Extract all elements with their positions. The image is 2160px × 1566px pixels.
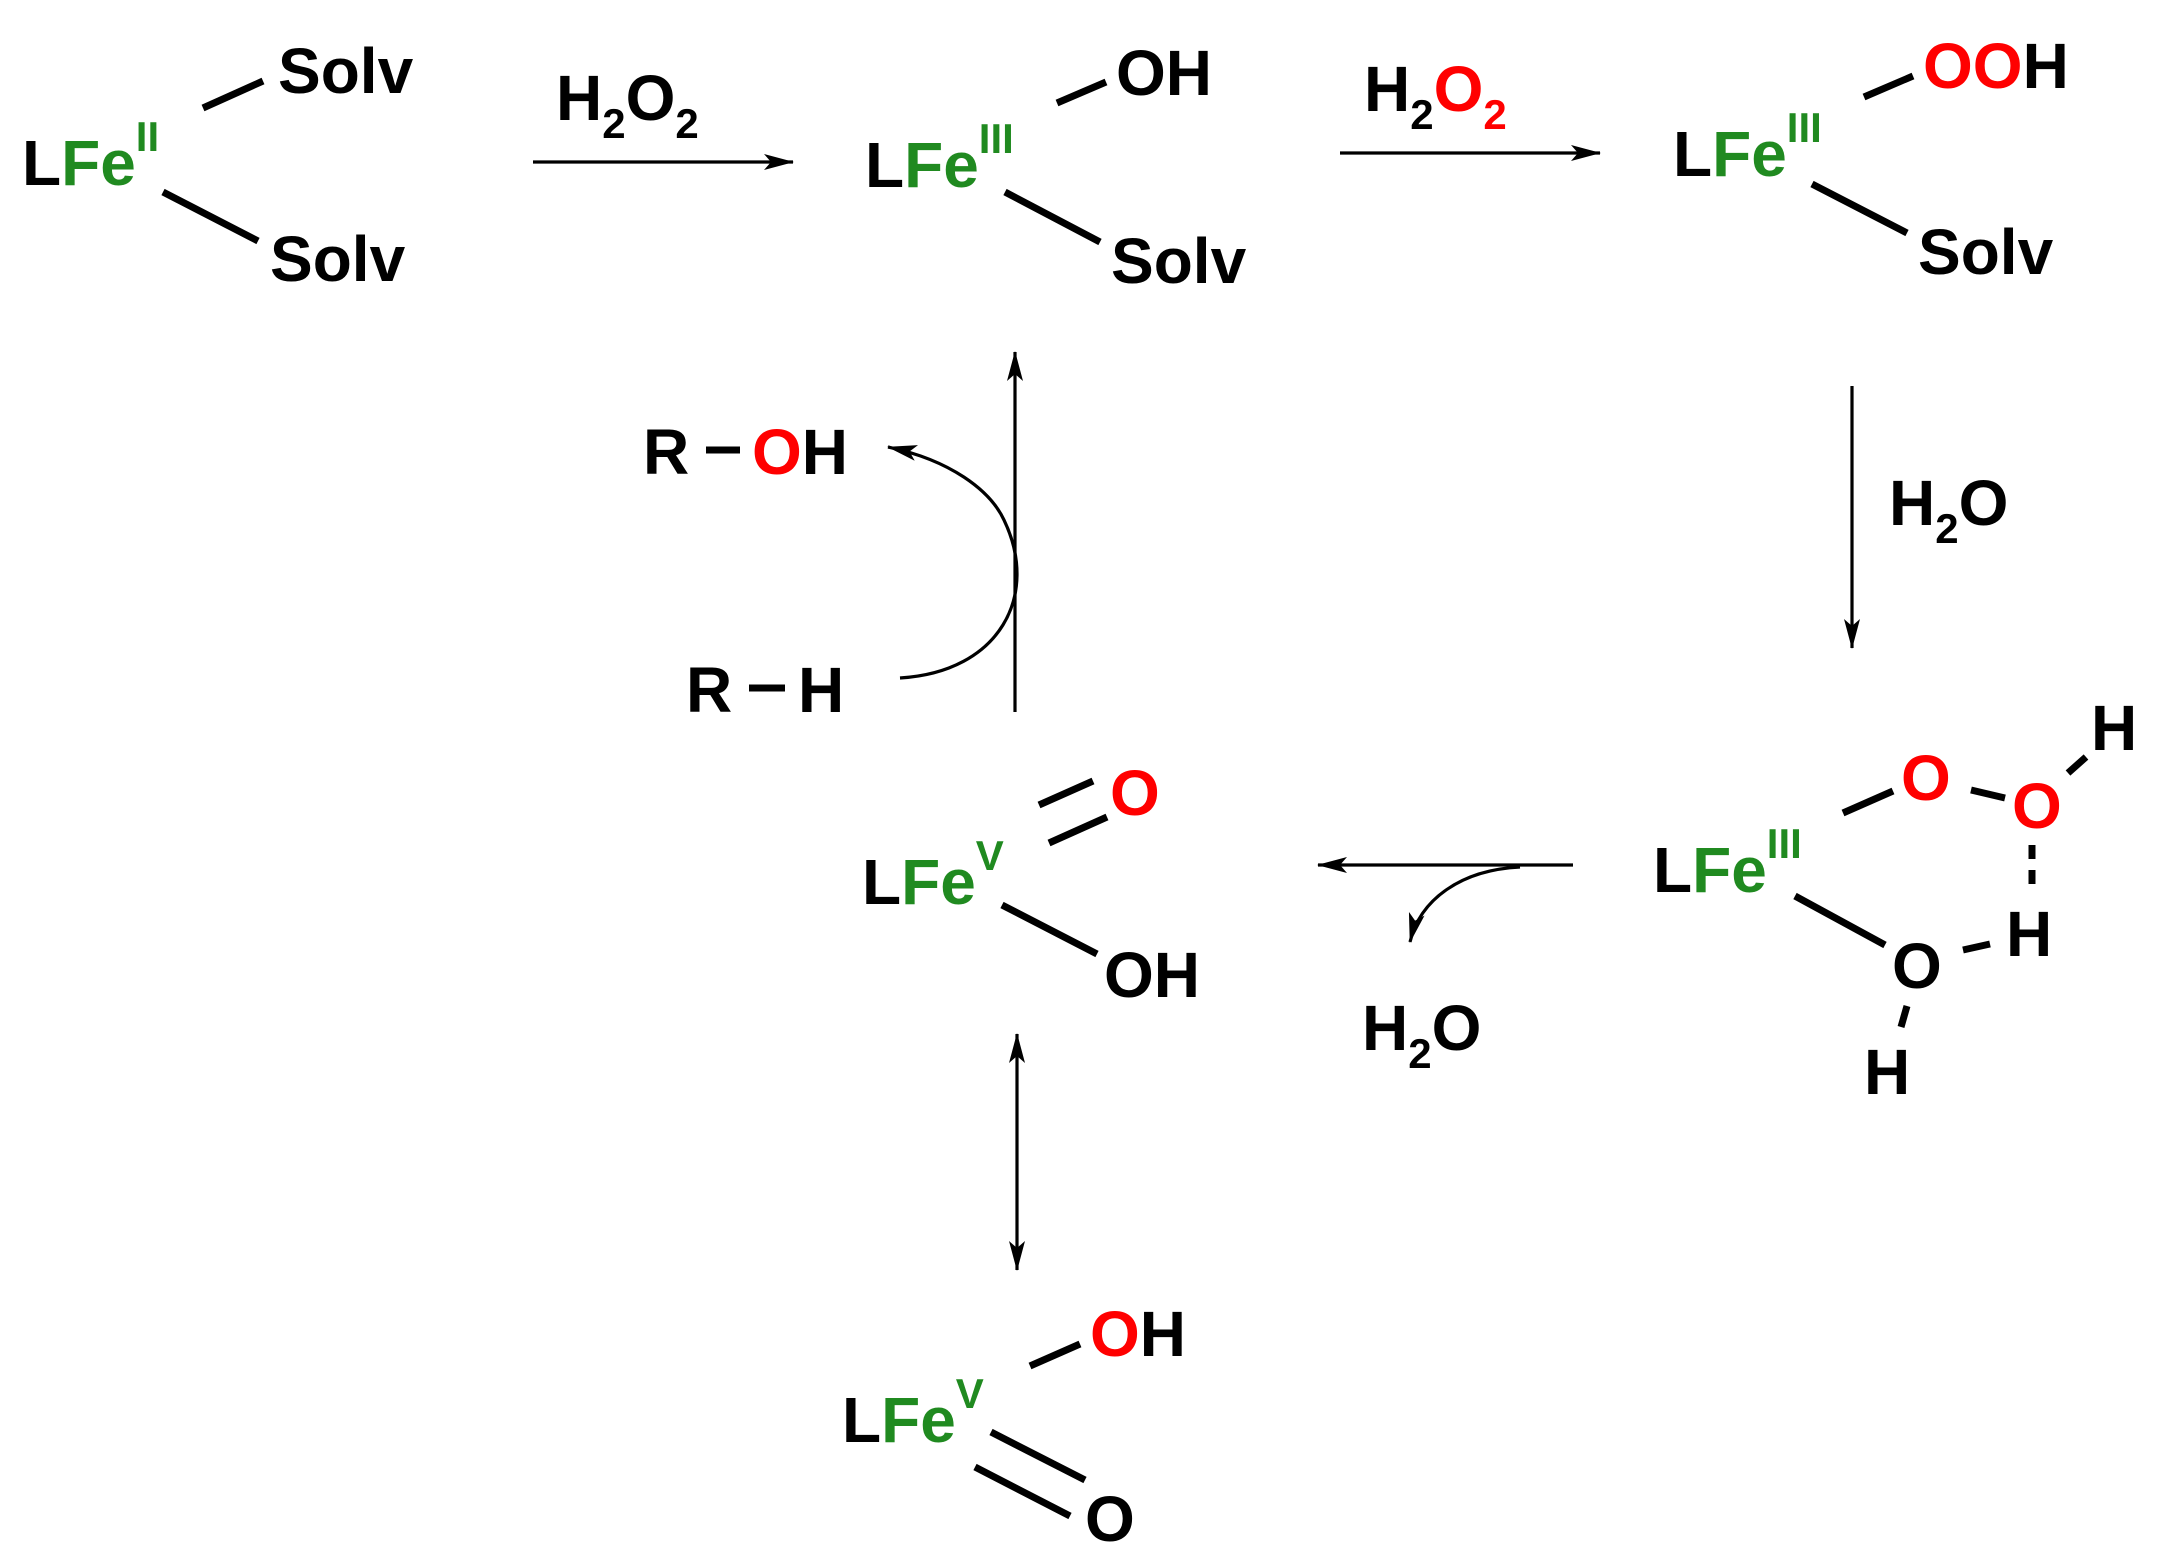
ligand-label: LFeII [22,113,159,199]
bond-fe-oxo-2 [973,1463,1072,1520]
reagent-h2o2-label: H2O2 [556,62,699,147]
arrow-add-h2o2-second: H2O2 [1340,53,1601,161]
species-fe3-water-assisted-hydroperoxo: LFeIII O O H H O H [1653,692,2137,1108]
reactant-r-label: R [686,654,732,726]
solvent-label: Solv [1918,216,2054,288]
bond-fe-solv [1810,180,1909,237]
species-fe5-oxo-hydroxo: LFeV O OH [862,757,1200,1011]
ligand-label: LFeV [842,1370,984,1456]
arrow-release-h2o: H2O [1317,857,1573,1077]
bond-fe-oxo-2 [1047,813,1109,847]
ligand-label: LFeV [862,832,1004,918]
reactant-h-label: H [798,654,844,726]
ligand-label: LFeIII [1673,104,1822,190]
bond-fe-water [1793,892,1887,949]
oxygen-proximal: O [1901,742,1951,814]
solvent-label-upper: Solv [278,35,414,107]
product-alcohol-label: R [643,416,689,488]
oxo-label: O [1110,757,1160,829]
oxo-label: O [1085,1483,1135,1555]
hydrogen-bridging: H [2006,898,2052,970]
arrow-add-h2o: H2O [1844,386,2008,649]
solvent-label: Solv [1111,225,1247,297]
bond-water-o-h-lower [1897,1005,1911,1028]
bond-fe-o [1841,787,1895,817]
release-curved-arrow [1408,865,1521,943]
species-fe3-hydroxo: LFeIII OH Solv [865,37,1247,297]
bond-fe-oh [1055,78,1108,107]
substrate-curved-arrow [887,445,1019,680]
water-hydrogen-lower: H [1864,1036,1910,1108]
hydroxo-label: OH [1116,37,1212,109]
reagent-h2o2-label: H2O2 [1364,53,1507,138]
hydroxo-label: OH [1104,939,1200,1011]
water-oxygen: O [1892,930,1942,1002]
hydroxo-label: OH [1090,1298,1186,1370]
bond-fe-solv-upper [201,77,265,112]
ligand-label: LFeIII [1653,820,1802,906]
species-fe5-resonance-form: LFeV OH O [842,1298,1186,1555]
species-fe3-hydroperoxo: LFeIII OOH Solv [1673,30,2069,288]
arrow-add-h2o2-first: H2O2 [533,62,794,170]
ligand-label: LFeIII [865,115,1014,201]
bond-fe-oxo-1 [989,1428,1087,1484]
bond-fe-ooh [1862,72,1915,101]
bond-fe-oxo-1 [1037,777,1095,809]
bond-fe-solv [1003,188,1102,246]
released-h2o-label: H2O [1362,992,1481,1077]
bond-fe-oh [1000,901,1099,958]
oxygen-distal: O [2012,770,2062,842]
bond-water-o-h [1962,940,1991,954]
solvent-label-lower: Solv [270,223,406,295]
bond-o-o [1970,786,2006,802]
bond-fe-oh [1028,1340,1082,1370]
reagent-h2o-label: H2O [1889,467,2008,552]
hydroperoxo-label: OOH [1923,30,2069,102]
hydrogen-terminal: H [2091,692,2137,764]
species-fe2-bis-solvent: LFeII Solv Solv [22,35,414,295]
product-oh-label: OH [752,416,848,488]
bond-fe-solv-lower [161,188,260,245]
arrow-substrate-hydroxylation: R OH R H [643,351,1023,726]
bond-o-h [2065,754,2089,776]
